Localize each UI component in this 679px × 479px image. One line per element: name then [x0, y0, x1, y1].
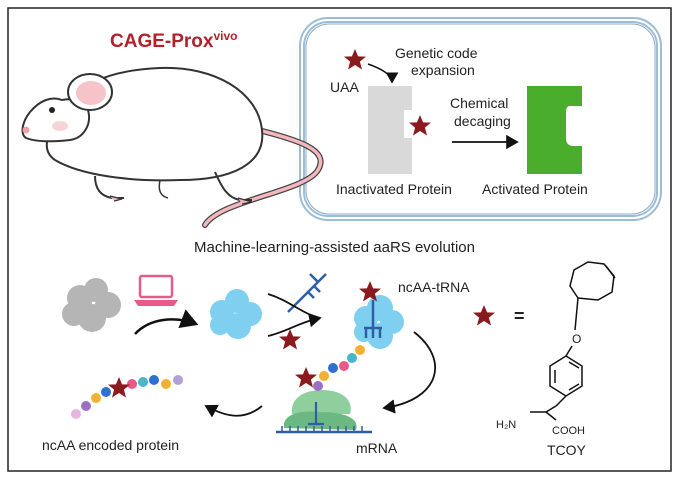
- protein-library-cloud: [62, 278, 121, 332]
- merge-arrow-bottom: [267, 313, 322, 337]
- uaa-label: UAA: [330, 79, 359, 95]
- figure-title: CAGE-Proxvivo: [110, 29, 237, 52]
- tcoy-structure: [530, 261, 616, 421]
- activated-protein-label: Activated Protein: [482, 181, 588, 197]
- ml-arrow: [134, 309, 199, 335]
- carboxyl-group-label: COOH: [552, 425, 585, 437]
- encoded-protein-label: ncAA encoded protein: [42, 437, 179, 453]
- inset-panel-edge: [305, 23, 656, 215]
- mouse-illustration: [21, 66, 324, 228]
- equals-sign: =: [514, 306, 525, 326]
- amine-group-label: H₂N: [496, 419, 516, 431]
- step1-label-line2: expansion: [411, 62, 475, 78]
- workflow-heading: Machine-learning-assisted aaRS evolution: [194, 239, 475, 256]
- trna-icon: [287, 273, 327, 313]
- laptop-icon: [134, 274, 178, 306]
- aars-enzyme-cloud: [210, 289, 262, 339]
- inset-panel-inner-line: [301, 19, 660, 219]
- to-ribosome-arrow: [382, 331, 436, 414]
- activated-protein-shape: [527, 86, 582, 174]
- step1-label-line1: Genetic code: [395, 45, 478, 61]
- uaa-incorporation-arrow: [367, 63, 399, 84]
- mrna-label: mRNA: [356, 440, 398, 456]
- charged-aars-cloud: [354, 295, 404, 349]
- ncaa-trna-label: ncAA-tRNA: [398, 279, 470, 295]
- inactivated-protein-label: Inactivated Protein: [336, 181, 452, 197]
- tcoy-label: TCOY: [547, 442, 587, 458]
- ribosome-icon: [276, 390, 372, 434]
- bound-trna-icon: [364, 300, 382, 338]
- step2-label-line2: decaging: [454, 113, 511, 129]
- step2-label-line1: Chemical: [450, 95, 508, 111]
- translation-arrow: [204, 404, 263, 418]
- inactivated-protein-shape: [368, 86, 412, 174]
- oxygen-atom-label: O: [572, 332, 581, 346]
- nascent-peptide-chain: [313, 345, 365, 391]
- encoded-protein-chain: [71, 375, 183, 419]
